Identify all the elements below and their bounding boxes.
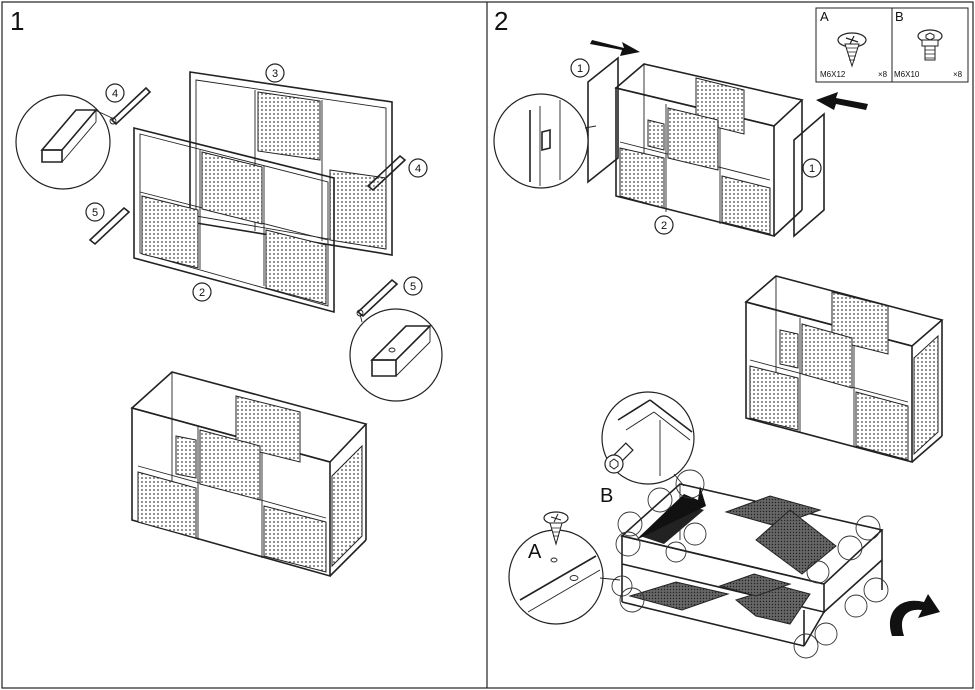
svg-text:3: 3 [272,68,278,80]
tube-end-detail-left [15,94,113,190]
step-1-exploded-view: 3 4 4 5 5 2 [15,63,443,578]
bottom-rail-left [88,206,131,246]
svg-text:2: 2 [661,220,667,232]
phillips-pan-screw-icon [543,511,569,546]
svg-text:A: A [820,9,829,24]
callout-2-front-frame-step-2: 2 [654,215,674,235]
svg-text:M6X10: M6X10 [894,70,920,79]
front-frame [133,126,335,314]
callout-4-top-rail-left: 4 [105,83,125,103]
push-arrow-icon-left [590,40,640,56]
svg-text:1: 1 [809,163,815,175]
phillips-pan-screw-icon [837,32,867,68]
hex-socket-screw-icon [604,442,634,474]
push-arrow-icon-right [816,92,868,110]
svg-text:×8: ×8 [878,70,888,79]
svg-text:1: 1 [577,63,583,75]
svg-text:4: 4 [112,88,118,100]
step-2-label: 2 [494,6,508,36]
assembled-cabinet-step-2 [744,275,944,464]
hardware-a: A M6X12 ×8 [820,9,888,79]
side-panel-insertion-view: 1 1 2 [493,40,868,238]
svg-text:B: B [895,9,904,24]
hex-socket-screw-icon [917,29,943,61]
top-rail-right [366,154,407,192]
callout-5-bottom-rail-left: 5 [85,202,105,222]
tube-hole-detail-right [349,308,443,402]
callout-1-side-panel-right: 1 [802,158,822,178]
svg-text:4: 4 [415,163,421,175]
top-rail-left [109,86,152,126]
callout-1-side-panel-left: 1 [570,58,590,78]
callout-3-back-frame: 3 [265,63,285,83]
assembled-frame-step-1 [130,371,368,578]
hardware-b: B M6X10 ×8 [894,9,963,79]
step-2-views: A M6X12 ×8 B M6X10 [493,7,969,659]
screw-fixing-view: A B [508,391,940,659]
panel-slot-detail [493,93,597,189]
svg-text:2: 2 [199,287,205,299]
callout-5-bottom-rail-right: 5 [403,276,423,296]
callout-2-front-frame: 2 [192,282,212,302]
detail-a-label: A [528,541,542,563]
hardware-legend: A M6X12 ×8 B M6X10 [815,7,969,83]
detail-b-label: B [600,485,613,507]
svg-text:5: 5 [410,281,416,293]
callout-4-top-rail-right: 4 [408,158,428,178]
svg-text:×8: ×8 [953,70,963,79]
step-1-label: 1 [10,6,24,36]
screw-b-detail: B [600,391,695,507]
svg-text:5: 5 [92,207,98,219]
screw-a-detail: A [508,511,621,625]
svg-text:M6X12: M6X12 [820,70,846,79]
bottom-rail-right [356,278,399,318]
rotate-arrow-icon [889,594,940,636]
